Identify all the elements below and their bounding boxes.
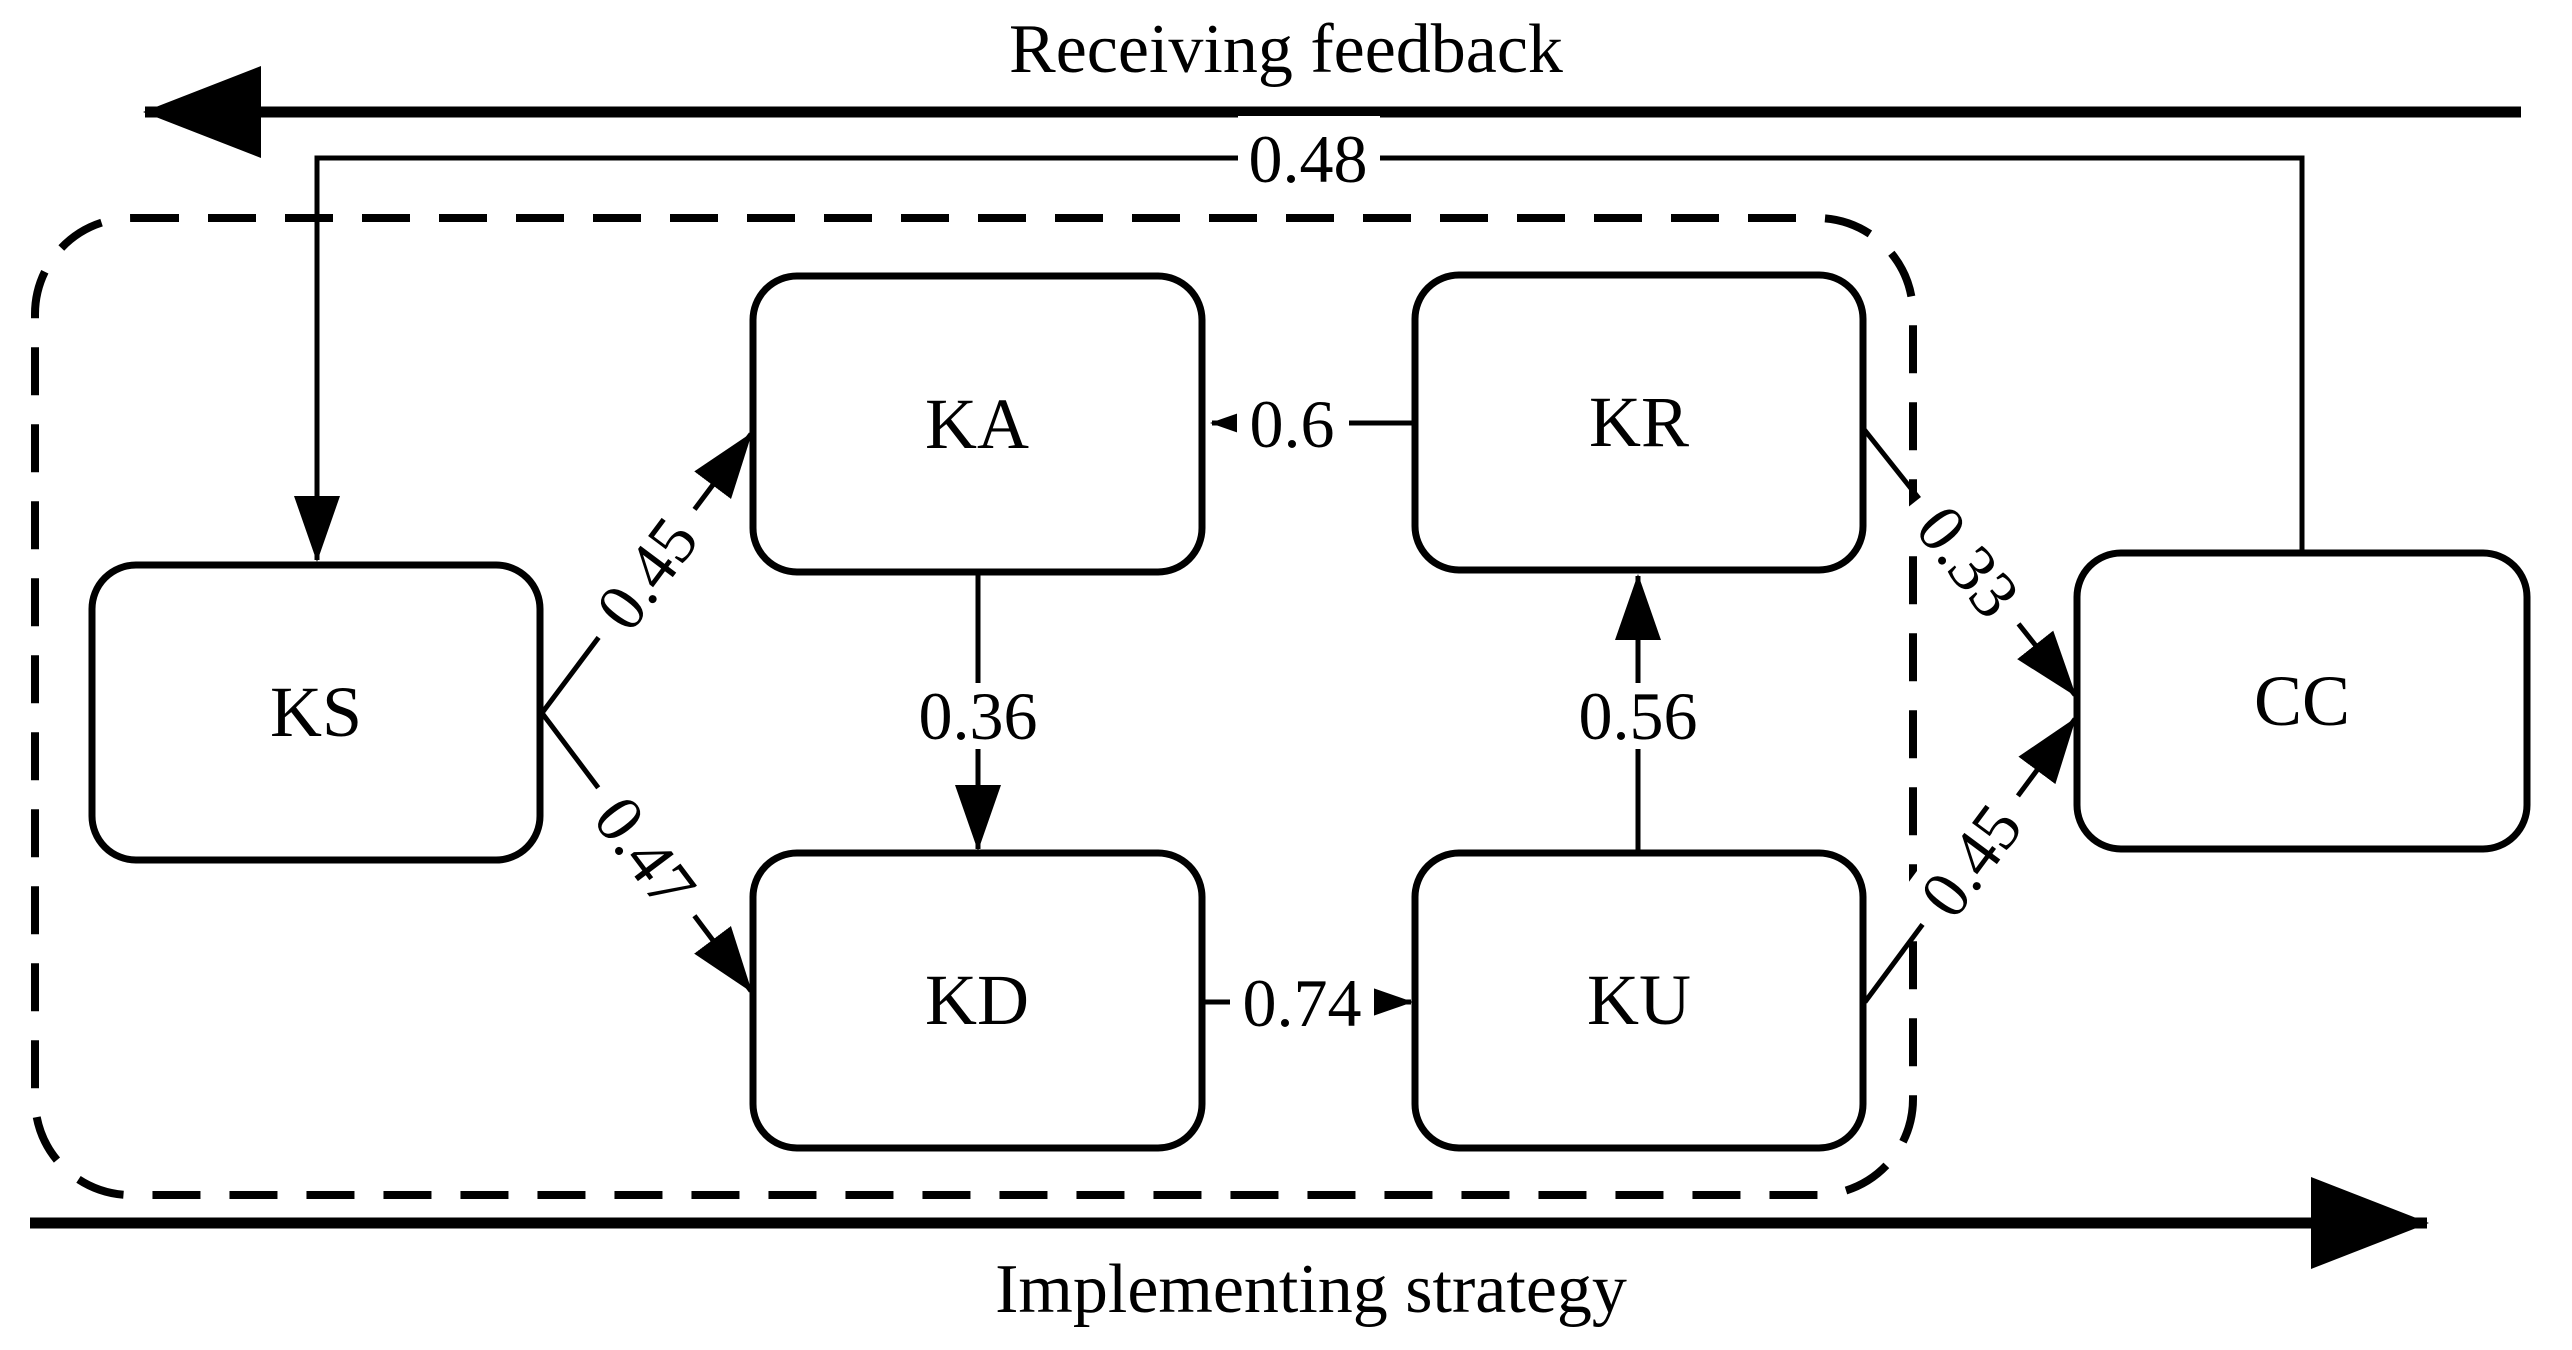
bottom-caption: Implementing strategy [995, 1251, 1627, 1328]
edge-label-bg [906, 683, 1050, 749]
edge-label-bg [1238, 116, 1380, 192]
top-caption: Receiving feedback [1009, 11, 1563, 88]
edge-label-bg [1893, 774, 2047, 946]
node-ks-box [88, 561, 544, 864]
edge-label-bg [1230, 970, 1374, 1036]
node-kd-label: KD [925, 960, 1029, 1040]
node-ku-label: KU [1587, 960, 1691, 1040]
edge-label-bg [1891, 475, 2047, 647]
edge-kd-ku-label: 0.74 [1243, 965, 1362, 1041]
node-cc-box [2073, 549, 2531, 853]
edge-label-bg [1566, 683, 1710, 749]
node-cc-label: CC [2254, 661, 2350, 741]
edge-label-bg [569, 487, 723, 659]
edge-label-bg [1237, 391, 1349, 457]
edge-ka-kd-label: 0.36 [919, 678, 1038, 754]
node-ka-label: KA [925, 384, 1029, 464]
edge-ks-ka-label-group: 0.45 [569, 487, 723, 659]
edge-cc-ks-label: 0.48 [1249, 121, 1368, 197]
edge-ks-kd-label-group: 0.47 [569, 766, 723, 938]
edge-ku-kr-label: 0.56 [1579, 678, 1698, 754]
edge-label-bg [569, 766, 723, 938]
node-ks-label: KS [270, 672, 362, 752]
edge-kr-ka-label: 0.6 [1250, 386, 1335, 462]
node-kr-label: KR [1589, 382, 1689, 462]
